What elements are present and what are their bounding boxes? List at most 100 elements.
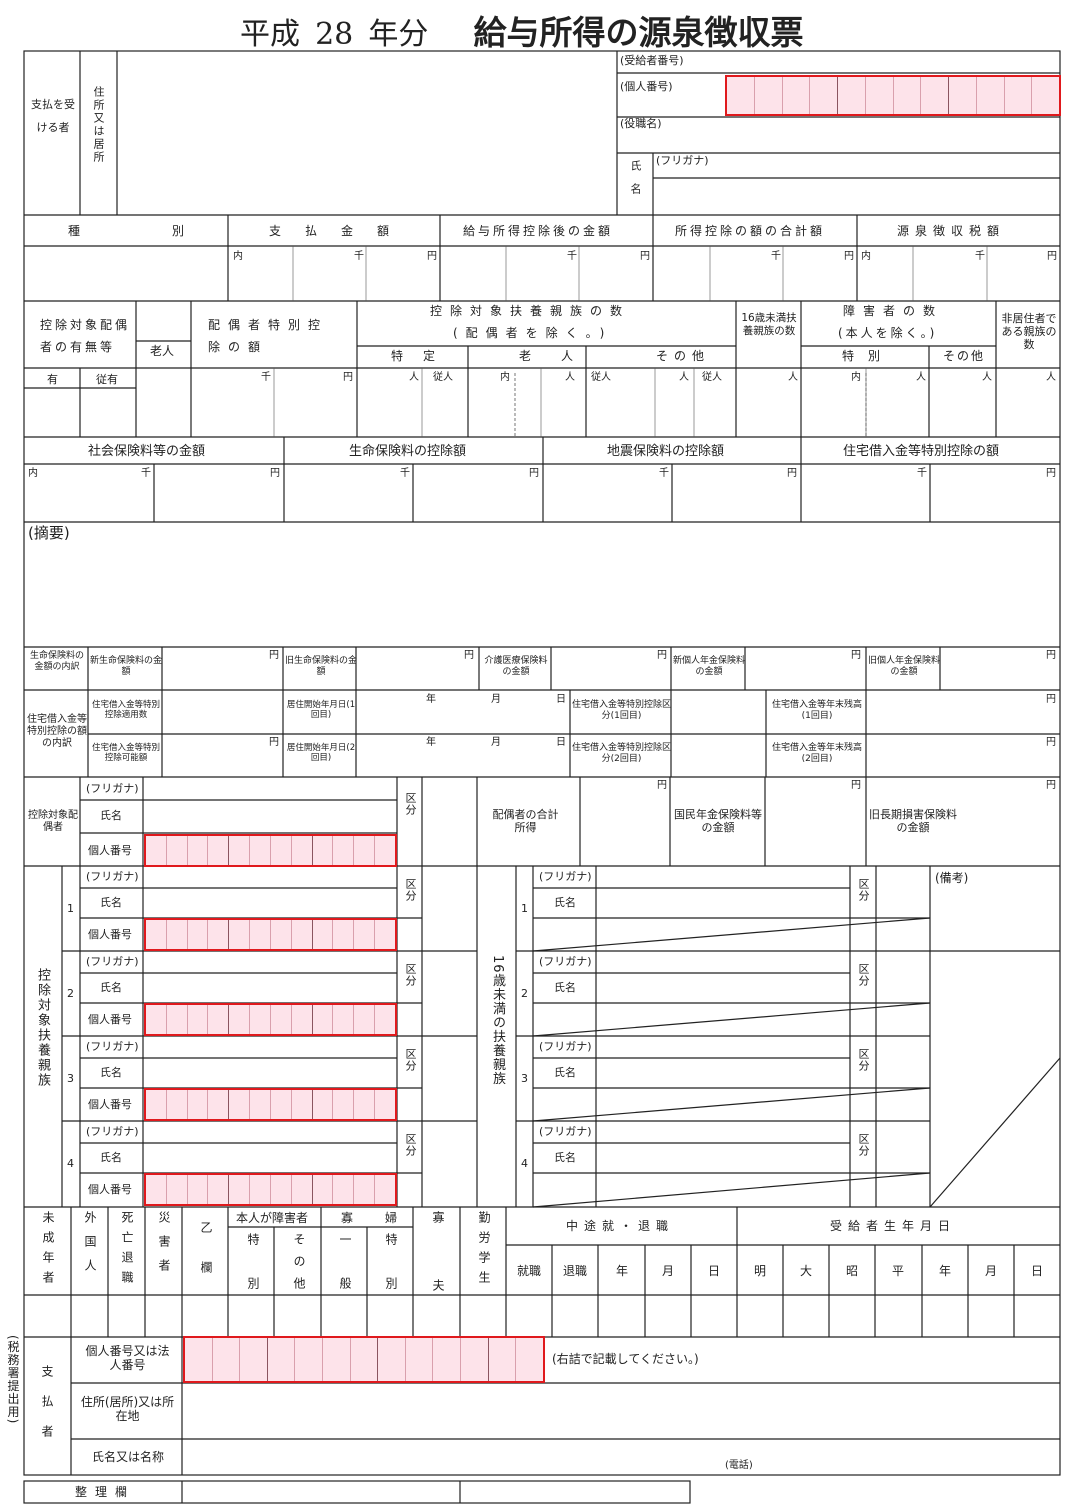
payer-address-field[interactable] (183, 1384, 1059, 1438)
unit-nen: 年 (616, 1264, 629, 1278)
nonresident-header: 非居住者である親族の数 (998, 312, 1060, 352)
flag-foreign: 外国人 (83, 1211, 97, 1283)
unit-sen: 千 (567, 251, 577, 262)
dep-no-label-4: 個人番号 (88, 1183, 132, 1196)
bal1-text: 住宅借入金等年末残高(1回目) (771, 700, 862, 721)
withholding-header: 源泉徴収税額 (897, 224, 1006, 238)
quake-header: 地震保険料の控除額 (607, 444, 725, 459)
flag-heisei: 平 (892, 1264, 905, 1278)
dep-num-4: 4 (67, 1157, 74, 1170)
recipient-no-label: (受給者番号) (620, 54, 684, 67)
life-header: 生命保険料の控除額 (349, 444, 467, 459)
unit-nen: 年 (426, 737, 436, 748)
unit-sen: 千 (771, 251, 781, 262)
flag-widower: 寡夫 (431, 1211, 445, 1347)
old-life-text: 旧生命保険料の金額 (285, 656, 358, 677)
applied-label: 住宅借入金等特別控除適用数 (90, 700, 162, 720)
unit-sen: 千 (917, 468, 927, 479)
tokubetsu-header: 特別 (842, 349, 895, 363)
name-label: 氏名 (629, 160, 642, 206)
dependents-header: 控除対象扶養親族の数 (430, 304, 631, 318)
dep-furigana-2: (フリガナ) (86, 955, 139, 968)
flag-showa: 昭 (846, 1264, 859, 1278)
unit-uchi: 内 (233, 251, 243, 262)
recipient-label: 支払を受ける者 (28, 93, 78, 139)
old-life-label: 旧生命保険料の金額 (285, 656, 357, 678)
excl-spouse-header: (配偶者を除く。) (453, 326, 613, 340)
u16-name-label-4: 氏名 (554, 1151, 576, 1164)
payer-id-text: 個人番号又は法人番号 (85, 1344, 170, 1373)
u16-furigana-1: (フリガナ) (539, 870, 592, 883)
div1-text: 住宅借入金等特別控除区分(1回目) (572, 700, 672, 721)
div2-label: 住宅借入金等特別控除区分(2回目) (572, 743, 671, 765)
dep-furigana-1: (フリガナ) (86, 870, 139, 883)
housing-detail-label: 住宅借入金等特別控除の額の内訳 (26, 714, 88, 750)
spouse-personal-number-field[interactable] (144, 834, 397, 867)
bal2-label: 住宅借入金等年末残高(2回目) (768, 743, 866, 765)
seiri-label: 整理欄 (75, 1485, 136, 1499)
unit-nin: 人 (565, 372, 575, 383)
life-detail-label: 生命保険料の金額の内訳 (26, 651, 88, 673)
unit-en: 円 (1047, 251, 1057, 262)
housing-detail-text: 住宅借入金等特別控除の額の内訳 (27, 714, 87, 749)
dep-personal-number-field-2[interactable] (144, 1003, 397, 1036)
unit-gatsu: 月 (491, 694, 501, 705)
new-life-text: 新生命保険料の金額 (90, 656, 163, 677)
dep-personal-number-field-4[interactable] (144, 1173, 397, 1206)
dep-personal-number-field-1[interactable] (144, 918, 397, 951)
bikou-label: (備考) (935, 871, 969, 885)
spouse-special-text: 配偶者特別控除の額 (208, 318, 329, 354)
flag-student: 勤労学生 (477, 1211, 491, 1291)
unit-en: 円 (844, 251, 854, 262)
recipient-personal-number-field[interactable] (725, 75, 1061, 116)
dep-name-label-4: 氏名 (100, 1151, 122, 1164)
flag-otsu: 乙欄 (199, 1221, 213, 1301)
payer-address-text: 住所(居所)又は所在地 (80, 1395, 175, 1424)
unit-nichi: 日 (556, 737, 566, 748)
flag-hire: 就職 (517, 1264, 542, 1278)
unit-nichi: 日 (708, 1264, 721, 1278)
flag-retire: 退職 (563, 1264, 588, 1278)
flag-taisho: 大 (800, 1264, 813, 1278)
new-pension-label: 新個人年金保険料の金額 (673, 656, 745, 678)
unit-en: 円 (851, 650, 861, 661)
payer-name-field[interactable] (183, 1440, 1059, 1474)
payer-number-field[interactable] (183, 1336, 545, 1383)
applied-text: 住宅借入金等特別控除適用数 (91, 700, 160, 721)
flag-midway: 中途就・退職 (566, 1219, 675, 1233)
name-field[interactable] (654, 179, 1059, 214)
unit-en: 円 (427, 251, 437, 262)
old-long-text: 旧長期損害保険料の金額 (869, 808, 957, 835)
dep-personal-number-field-3[interactable] (144, 1088, 397, 1121)
unit-en: 円 (640, 251, 650, 262)
dep-no-label-3: 個人番号 (88, 1098, 132, 1111)
care-label: 介護医療保険料の金額 (481, 656, 551, 678)
unit-en: 円 (1046, 694, 1056, 705)
possible-text: 住宅借入金等特別控除可能額 (91, 743, 160, 764)
type-header: 種別 (68, 224, 277, 238)
tekiyo-field[interactable] (25, 545, 1059, 645)
payer-label: 支払者 (40, 1365, 54, 1455)
dep-no-label-1: 個人番号 (88, 928, 132, 941)
u16-num-2: 2 (521, 987, 528, 1000)
tekiyo-label: (摘要) (28, 524, 70, 542)
dep-kubun-2: 区分 (404, 963, 417, 987)
unit-sen: 千 (400, 468, 410, 479)
spouse-special-header: 配偶者特別控除の額 (208, 315, 338, 358)
unit-nin: 人 (679, 372, 689, 383)
position-label: (役職名) (620, 117, 662, 130)
under16-label: 16歳未満の扶養親族 (490, 955, 505, 1086)
address-field[interactable] (118, 52, 616, 214)
unit-nen: 年 (426, 694, 436, 705)
dep-num-3: 3 (67, 1072, 74, 1085)
unit-gatsu: 月 (985, 1264, 998, 1278)
sonota2-header: その他 (943, 349, 986, 363)
care-text: 介護医療保険料の金額 (484, 656, 548, 677)
unit-sen: 千 (141, 468, 151, 479)
old-pension-text: 旧個人年金保険料の金額 (868, 656, 941, 677)
start1-text: 居住開始年月日(1回目) (286, 700, 356, 721)
unit-nichi: 日 (556, 694, 566, 705)
dependents-label: 控除対象扶養親族 (35, 968, 50, 1088)
total-deduction-header: 所得控除の額の合計額 (675, 224, 826, 238)
u16-num-3: 3 (521, 1072, 528, 1085)
